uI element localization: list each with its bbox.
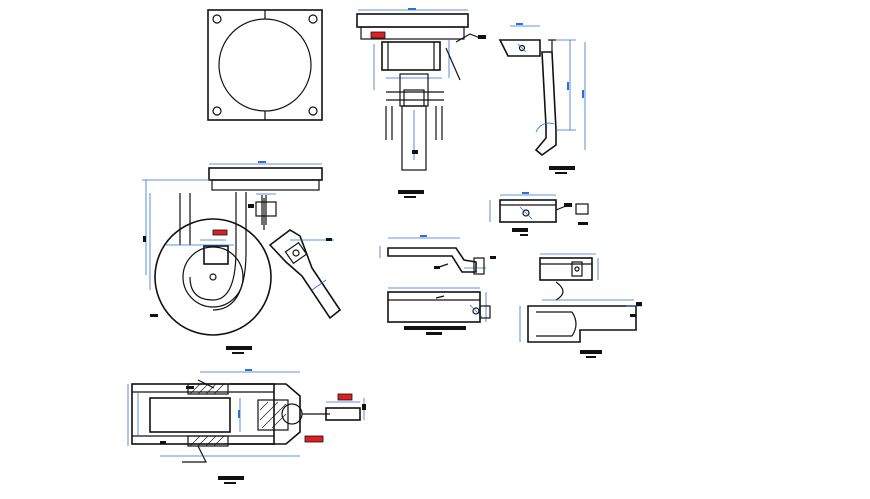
wheel-outer [154, 218, 272, 336]
fork-upper-plate [539, 257, 593, 281]
title-block-bracket [549, 166, 575, 170]
bolt-hole-br [308, 106, 318, 116]
swivel-plate-bottom [360, 26, 465, 40]
front-swivel-view [356, 8, 486, 198]
red-marker-4 [304, 435, 324, 443]
swivel-top-plate [356, 13, 469, 28]
red-marker-1 [370, 31, 386, 39]
title-block-lever [404, 326, 466, 330]
section-wheel-core [149, 397, 231, 433]
plate-outline [207, 9, 323, 121]
plate-center-circle [218, 18, 312, 112]
swivel-stem [401, 105, 427, 171]
top-plate-view [207, 9, 323, 121]
section-fork-arm [230, 383, 301, 445]
red-marker-2 [212, 229, 228, 236]
section-handle [325, 407, 361, 421]
section-outer-frame [131, 383, 275, 445]
lever-bottom-body [387, 291, 481, 323]
swivel-kingpin-housing [381, 41, 441, 71]
clip-body [499, 199, 557, 223]
brake-pedal [268, 229, 342, 320]
lever-arm-view [379, 235, 496, 335]
bracket-tab [498, 39, 541, 57]
axle-block [203, 245, 229, 265]
section-plan-view [127, 369, 366, 484]
title-block-fork [580, 350, 602, 354]
title-block-section [218, 476, 244, 480]
side-top-plate [208, 167, 323, 181]
fork-bracket-view [519, 253, 642, 358]
lever-top [387, 247, 477, 273]
small-clip-view [489, 192, 589, 236]
title-block-front [398, 190, 424, 194]
bracket-arm [534, 51, 557, 157]
bolt-hole-tr [308, 14, 318, 24]
bent-bracket-view [498, 23, 586, 174]
wheel-inner-arc [182, 246, 244, 308]
bolt-hole-tl [212, 14, 222, 24]
section-pivot-circle [281, 403, 303, 425]
fork-leg [189, 192, 237, 301]
bolt-hole-bl [212, 106, 222, 116]
side-wheel-view [142, 161, 342, 354]
title-block-side [226, 346, 252, 350]
red-marker-3 [337, 393, 353, 401]
